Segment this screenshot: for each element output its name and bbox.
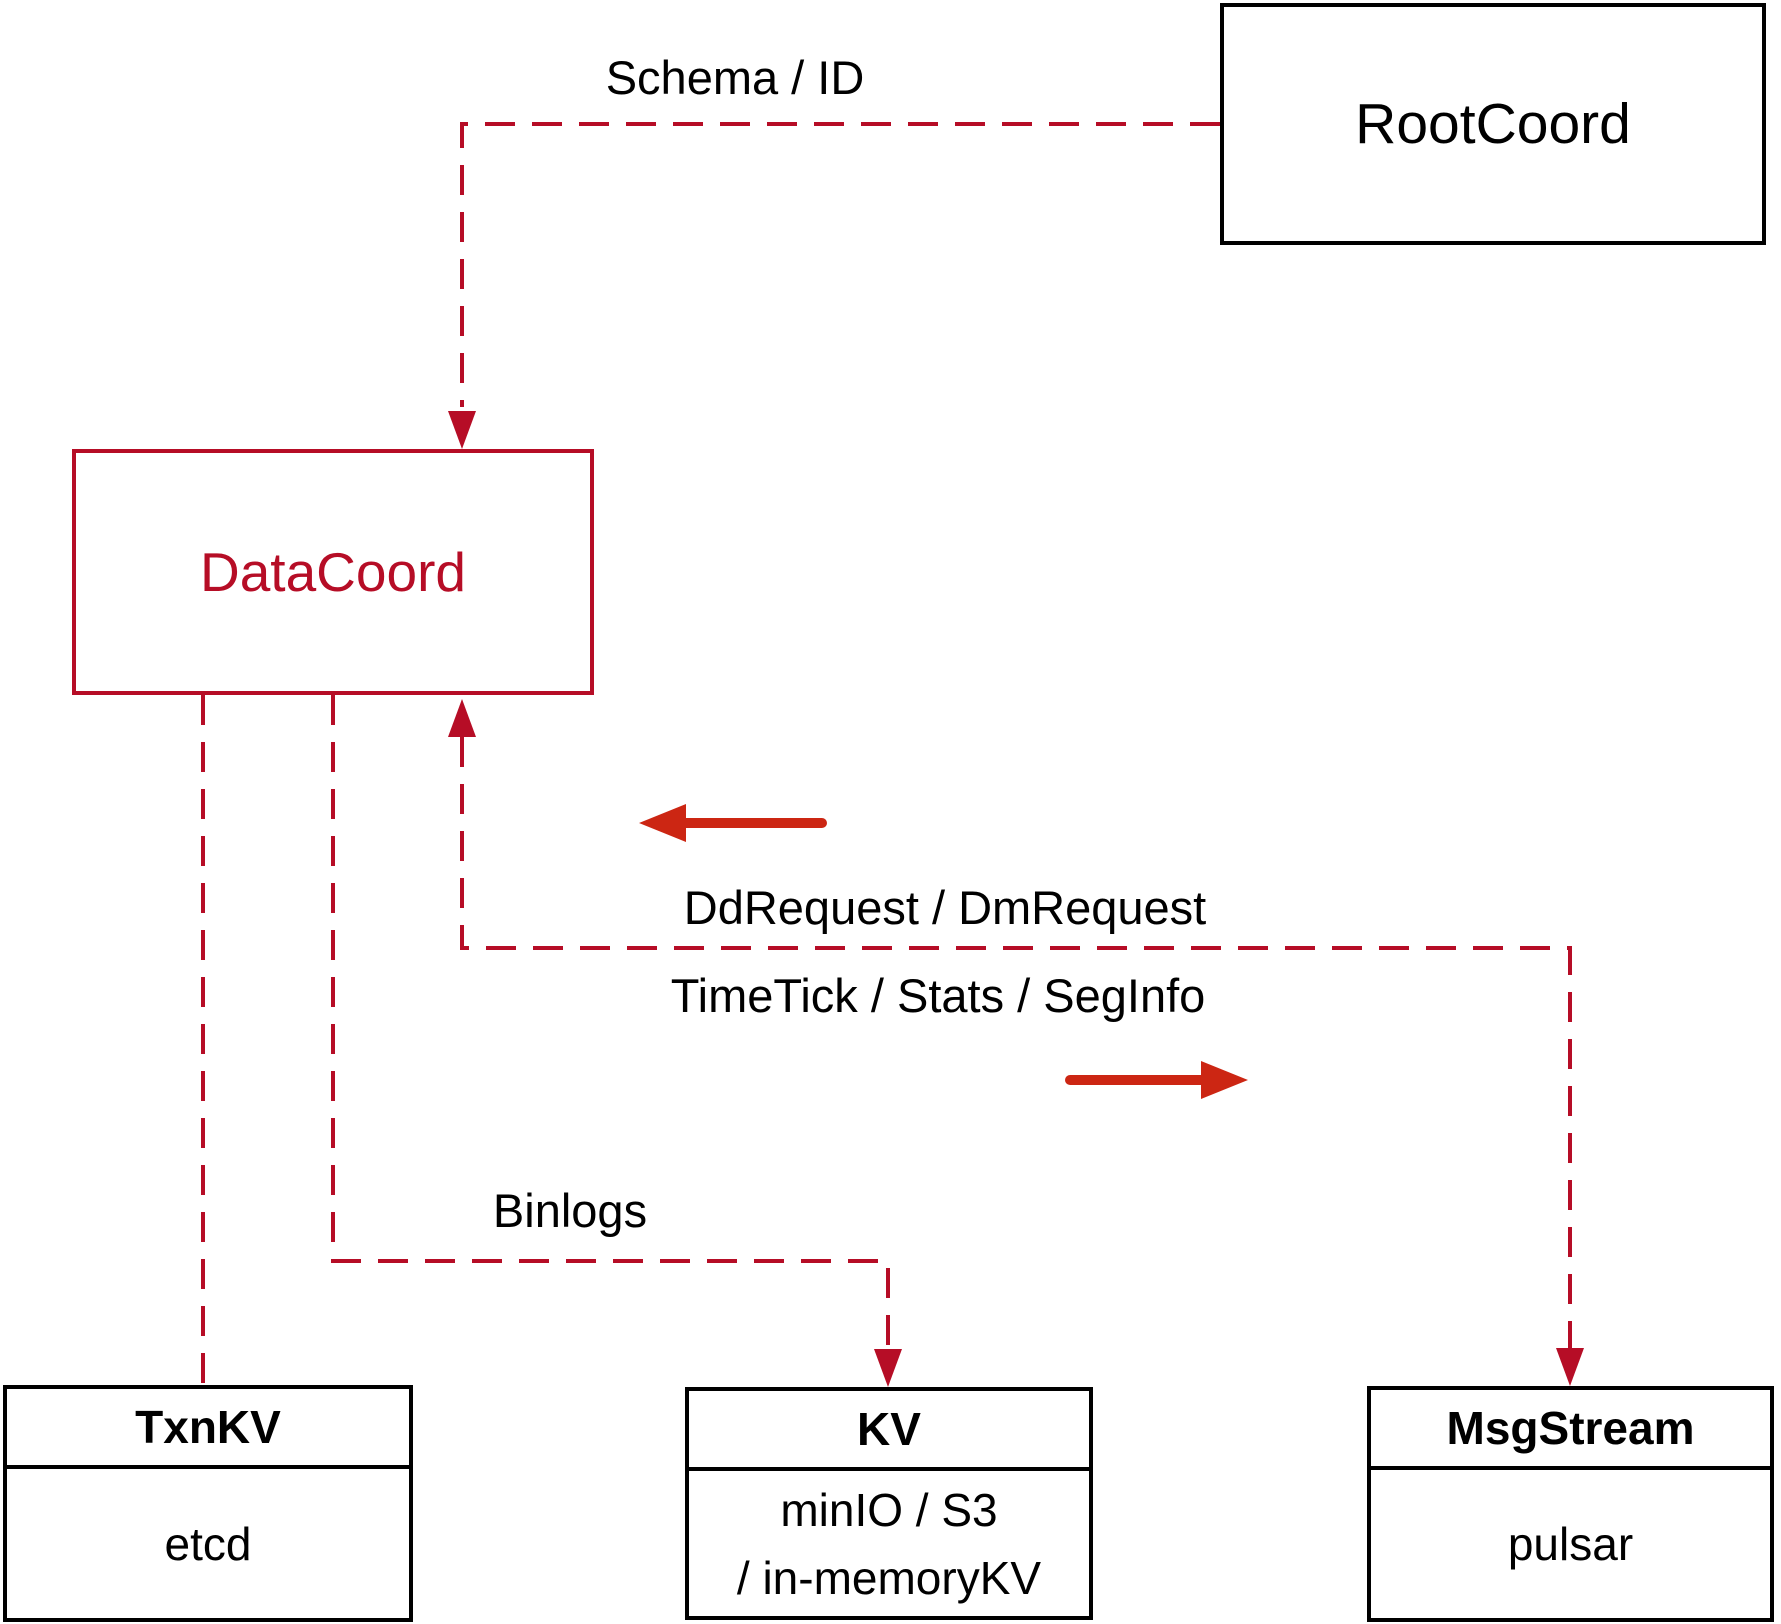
arrowhead-down-kv-icon [874, 1349, 902, 1387]
node-kv-header: KV [689, 1391, 1089, 1471]
edge-ddrequest-timetick-line [460, 737, 1572, 1348]
node-datacoord-label: DataCoord [200, 541, 466, 603]
arrowhead-up-datacoord-icon [448, 699, 476, 737]
node-txnkv-header: TxnKV [7, 1389, 409, 1469]
edge-binlogs-line [331, 695, 890, 1349]
node-kv: KV minIO / S3 / in-memoryKV [685, 1387, 1093, 1620]
node-rootcoord-label: RootCoord [1355, 92, 1631, 156]
node-datacoord: DataCoord [72, 449, 594, 695]
edge-label-timetick-stats-seginfo: TimeTick / Stats / SegInfo [670, 969, 1206, 1022]
solid-left-arrow-head-icon [639, 804, 686, 842]
edge-label-ddrequest-dmrequest: DdRequest / DmRequest [683, 881, 1207, 934]
node-kv-body: minIO / S3 / in-memoryKV [689, 1471, 1089, 1616]
edge-schema-id-line [460, 122, 1220, 407]
node-msgstream-title: MsgStream [1446, 1402, 1695, 1454]
edge-label-binlogs: Binlogs [492, 1184, 648, 1237]
node-txnkv: TxnKV etcd [3, 1385, 413, 1622]
node-kv-body-line1: minIO / S3 [780, 1483, 998, 1536]
node-msgstream-body-text: pulsar [1507, 1518, 1634, 1570]
node-msgstream: MsgStream pulsar [1367, 1386, 1774, 1622]
node-kv-body-line2: / in-memoryKV [736, 1551, 1042, 1604]
node-txnkv-body: etcd [7, 1469, 409, 1618]
node-msgstream-body: pulsar [1371, 1470, 1770, 1618]
node-msgstream-header: MsgStream [1371, 1390, 1770, 1470]
solid-right-arrow-head-icon [1201, 1061, 1248, 1099]
node-txnkv-body-text: etcd [164, 1517, 252, 1570]
arrowhead-down-msgstream-icon [1556, 1348, 1584, 1386]
edge-label-schema-id: Schema / ID [605, 51, 865, 104]
node-rootcoord: RootCoord [1220, 3, 1766, 245]
node-kv-title: KV [857, 1403, 921, 1455]
node-txnkv-title: TxnKV [135, 1401, 281, 1453]
arrowhead-down-datacoord-icon [448, 411, 476, 449]
